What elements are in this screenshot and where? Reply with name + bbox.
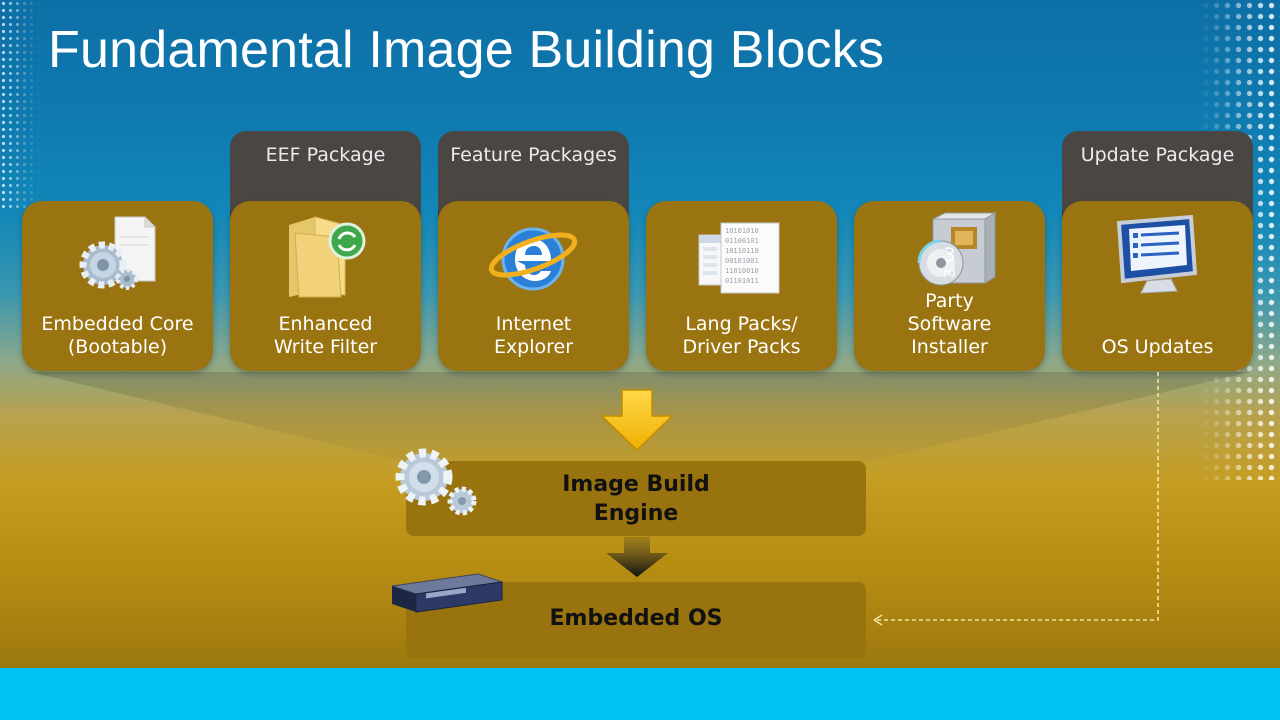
slide: Fundamental Image Building Blocks EEF Pa… bbox=[0, 0, 1280, 668]
card-os-updates: OS Updates bbox=[1062, 201, 1253, 371]
tab-label: EEF Package bbox=[265, 144, 386, 166]
device-icon bbox=[391, 573, 503, 613]
down-arrow-icon bbox=[600, 389, 674, 452]
card-embedded-core: Embedded Core (Bootable) bbox=[22, 201, 213, 371]
svg-text:10110110: 10110110 bbox=[725, 247, 759, 255]
bottom-bar bbox=[0, 668, 1280, 720]
slide-title: Fundamental Image Building Blocks bbox=[48, 21, 885, 79]
engine-label-line1: Image Build bbox=[562, 472, 710, 497]
svg-text:01100101: 01100101 bbox=[725, 237, 759, 245]
decorative-dots-left bbox=[0, 0, 40, 210]
output-arrow-icon bbox=[606, 537, 668, 577]
svg-text:01101011: 01101011 bbox=[725, 277, 759, 285]
card-internet-explorer: Internet Explorer bbox=[438, 201, 629, 371]
svg-text:10101010: 10101010 bbox=[725, 227, 759, 235]
card-enhanced-write-filter: Enhanced Write Filter bbox=[230, 201, 421, 371]
svg-text:11010010: 11010010 bbox=[725, 267, 759, 275]
card-label: Enhanced Write Filter bbox=[273, 313, 378, 358]
card-label: Internet Explorer bbox=[493, 313, 574, 358]
gear-document-icon bbox=[79, 216, 156, 290]
card-lang-packs: 10101010 01100101 10110110 00101001 1101… bbox=[646, 201, 837, 371]
card-label: Embedded Core (Bootable) bbox=[41, 313, 194, 358]
embedded-os-label: Embedded OS bbox=[549, 606, 723, 631]
tab-label: Feature Packages bbox=[450, 144, 617, 166]
engine-label-line2: Engine bbox=[593, 501, 679, 526]
tab-label: Update Package bbox=[1080, 144, 1235, 166]
software-installer-icon bbox=[917, 212, 997, 286]
folder-refresh-icon bbox=[289, 216, 366, 298]
binary-documents-icon: 10101010 01100101 10110110 00101001 1101… bbox=[698, 222, 780, 294]
monitor-checklist-icon bbox=[1116, 214, 1198, 294]
image-build-engine-box: Image Build Engine bbox=[406, 461, 866, 536]
internet-explorer-icon bbox=[488, 227, 578, 291]
card-label: Lang Packs/ Driver Packs bbox=[682, 313, 801, 358]
svg-text:00101001: 00101001 bbox=[725, 257, 759, 265]
card-label: OS Updates bbox=[1101, 336, 1214, 358]
dashed-connector bbox=[873, 372, 1159, 626]
gears-icon bbox=[395, 448, 477, 516]
